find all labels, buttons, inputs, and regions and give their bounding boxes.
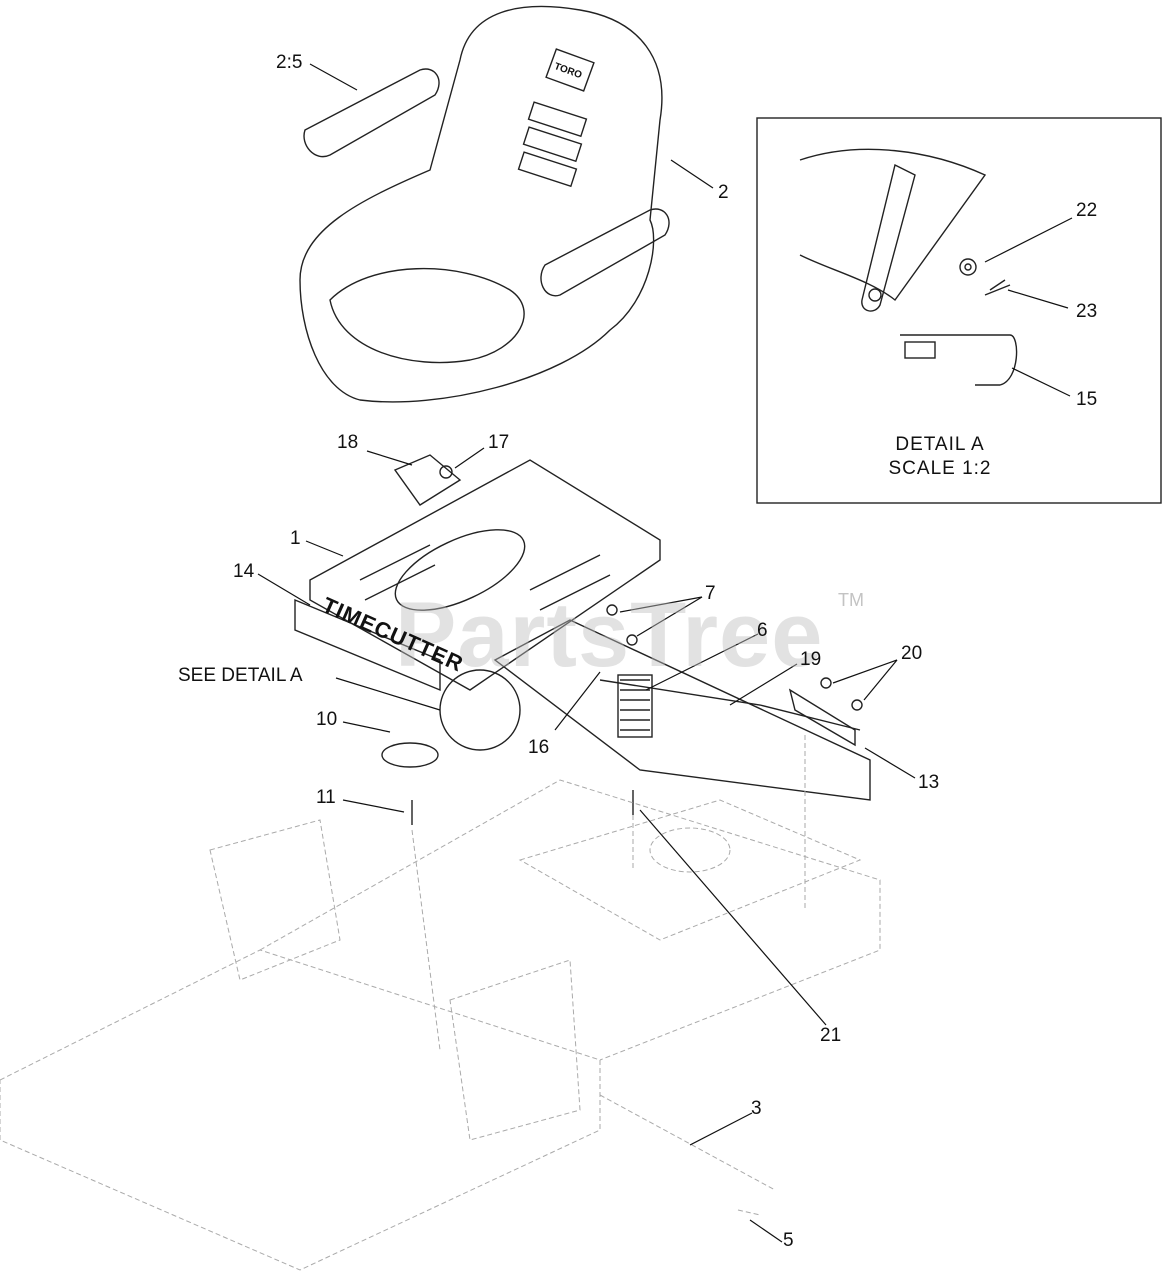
- callout-22: 22: [1076, 200, 1098, 221]
- bolt-20a: [820, 677, 832, 689]
- leader-lines: [257, 63, 1073, 1243]
- callout-6: 6: [757, 620, 768, 641]
- callout-16: 16: [528, 737, 550, 758]
- detail-a-parts: [799, 148, 1018, 386]
- callout-7: 7: [705, 583, 716, 604]
- detail-a-caption: DETAIL A SCALE 1:2: [840, 433, 1040, 481]
- callout-11: 11: [316, 787, 336, 808]
- right-armrest: [540, 208, 670, 297]
- bolt-7: [626, 634, 638, 646]
- callout-5: 5: [783, 1230, 794, 1251]
- left-armrest: [303, 68, 440, 158]
- detail-a-box: [756, 117, 1162, 504]
- callout-1: 1: [290, 528, 301, 549]
- nut-7: [606, 604, 618, 616]
- bolt-20b: [851, 699, 863, 711]
- seat-plate: [294, 454, 661, 692]
- callout-19: 19: [800, 649, 822, 670]
- callout-3: 3: [751, 1098, 762, 1119]
- trademark-mark: TM: [838, 590, 864, 610]
- callout-20: 20: [901, 643, 923, 664]
- callout-23: 23: [1076, 301, 1098, 322]
- detail-a-title: DETAIL A: [895, 434, 985, 455]
- callout-2-5: 2:5: [276, 52, 303, 73]
- callout-10: 10: [316, 709, 338, 730]
- watermark: PartsTree: [395, 584, 824, 686]
- seat-mount: [493, 619, 871, 801]
- spring-6: [617, 674, 653, 738]
- frame-phantom: [0, 735, 881, 1271]
- callout-15: 15: [1076, 389, 1098, 410]
- callout-14: 14: [233, 561, 255, 582]
- washer-10: [381, 742, 439, 768]
- seat: [299, 5, 663, 403]
- callout-2: 2: [718, 182, 729, 203]
- callout-18: 18: [337, 432, 359, 453]
- callout-13: 13: [918, 772, 940, 793]
- detail-a-scale: SCALE 1:2: [888, 458, 992, 479]
- callout-21: 21: [820, 1025, 842, 1046]
- callout-17: 17: [488, 432, 510, 453]
- see-detail-a: SEE DETAIL A: [178, 665, 303, 686]
